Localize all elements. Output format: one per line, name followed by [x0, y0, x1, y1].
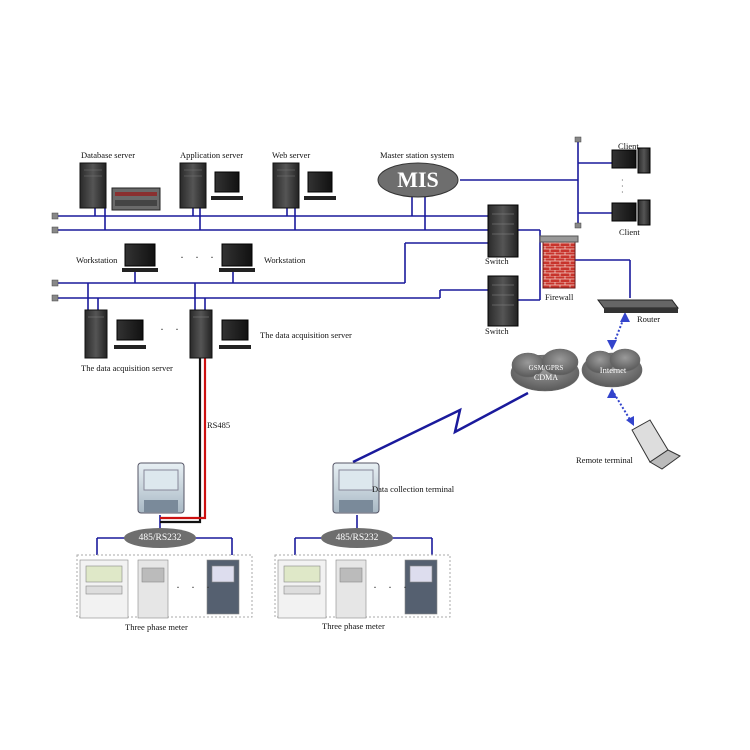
server-towers — [79, 162, 300, 359]
label-meter-right: Three phase meter — [322, 621, 385, 631]
rs485-cable — [160, 355, 207, 524]
label-workstation-left: Workstation — [76, 255, 118, 265]
label-rs485: RS485 — [207, 420, 231, 430]
label-application-server: Application server — [180, 150, 244, 160]
ellipsis-workstations: · · · — [180, 250, 218, 264]
monitors — [114, 147, 651, 349]
label-router: Router — [637, 314, 661, 324]
bus-oval-right — [321, 528, 393, 548]
label-data-collection-terminal: Data collection terminal — [372, 484, 455, 494]
label-workstation-right: Workstation — [264, 255, 306, 265]
label-switch-bottom: Switch — [485, 326, 509, 336]
ellipsis-clients: ··· — [621, 176, 624, 197]
label-mis: MIS — [397, 167, 439, 192]
label-firewall: Firewall — [545, 292, 574, 302]
label-bus-left: 485/RS232 — [138, 533, 182, 543]
label-database-server: Database server — [81, 150, 136, 160]
label-gsm: GSM/GPRS — [528, 364, 564, 372]
label-client-bottom: Client — [619, 227, 640, 237]
laptop — [631, 419, 681, 470]
bus-terminators — [51, 136, 582, 302]
arrow-heads — [607, 312, 634, 426]
bus-oval-left — [124, 528, 196, 548]
label-client-top: Client — [618, 141, 639, 151]
meters — [79, 559, 438, 619]
label-web-server: Web server — [272, 150, 311, 160]
label-master-station: Master station system — [380, 150, 455, 160]
label-internet: Internet — [599, 365, 627, 375]
label-remote-terminal: Remote terminal — [576, 455, 633, 465]
label-das-right: The data acquisition server — [260, 330, 352, 340]
ellipsis-meters-right: · · · — [373, 580, 411, 594]
terminals — [137, 462, 380, 514]
ellipsis-meters-left: · · · — [176, 580, 214, 594]
label-switch-top: Switch — [485, 256, 509, 266]
mis-oval — [377, 162, 459, 198]
label-das-left: The data acquisition server — [81, 363, 173, 373]
router — [597, 299, 679, 313]
label-cdma: CDMA — [533, 373, 558, 382]
wireless-link — [352, 391, 529, 464]
label-meter-left: Three phase meter — [125, 622, 188, 632]
clouds — [510, 348, 643, 392]
switches — [487, 204, 519, 327]
network-lines — [57, 140, 631, 555]
ellipsis-das: · · · — [160, 322, 198, 336]
label-bus-right: 485/RS232 — [335, 533, 379, 543]
firewall — [539, 235, 579, 289]
